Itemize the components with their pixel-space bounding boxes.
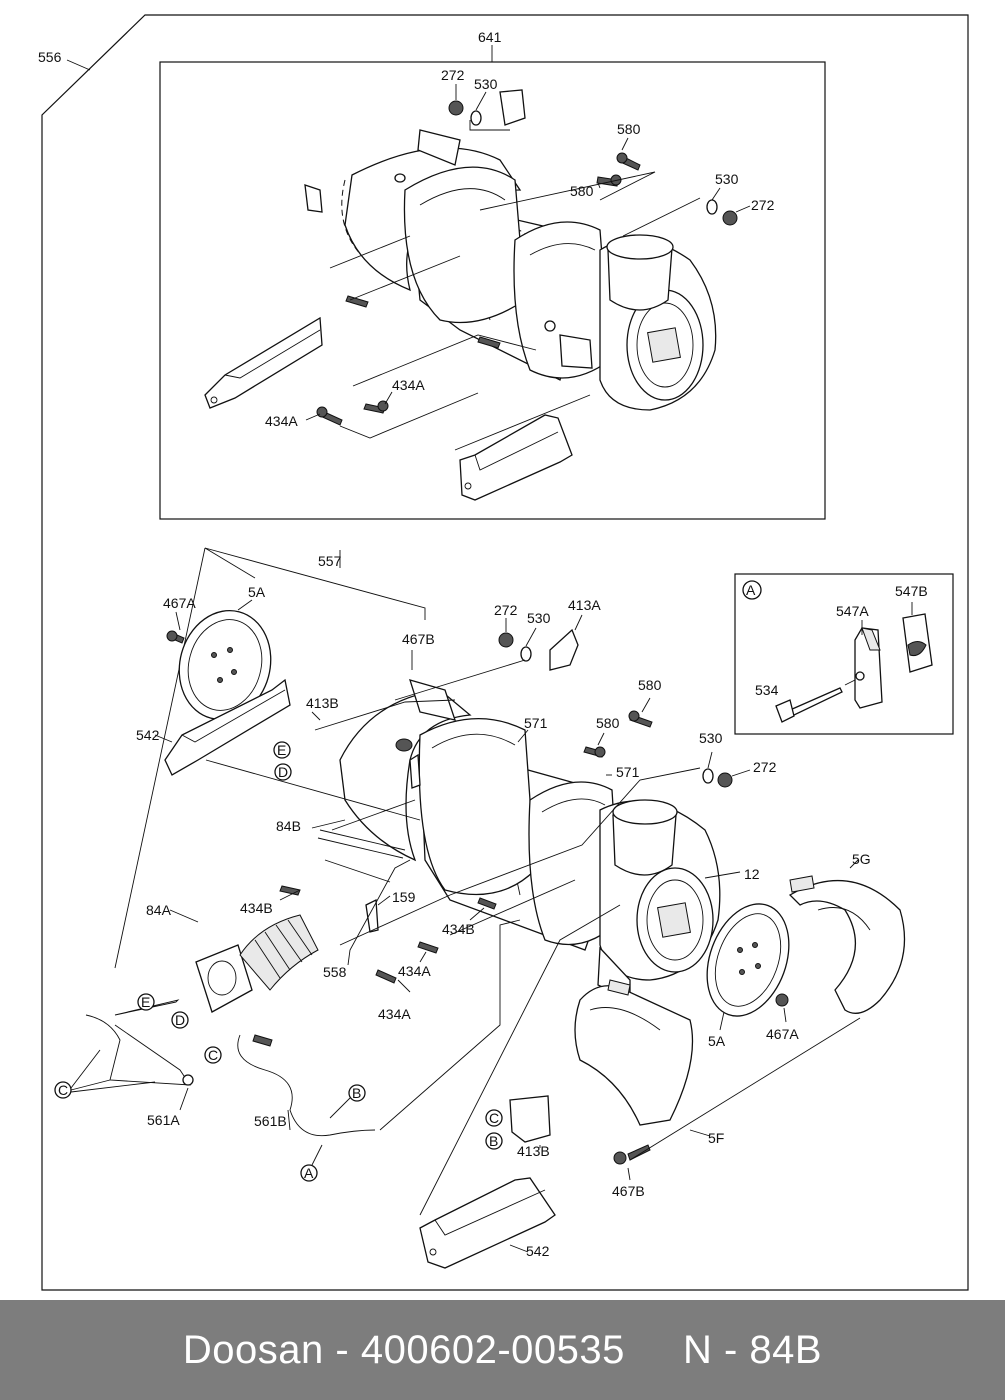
label-558: 558 xyxy=(323,964,347,980)
label-542-left: 542 xyxy=(136,727,160,743)
leader-556 xyxy=(66,59,91,71)
label-159: 159 xyxy=(392,889,416,905)
label-467a-right: 467A xyxy=(766,1026,799,1042)
label-580-top-b: 580 xyxy=(570,183,594,199)
svg-text:C: C xyxy=(489,1110,499,1126)
callout-c-harness-right: C xyxy=(204,1046,222,1064)
footer-separator: - xyxy=(323,1327,361,1372)
label-467b-top: 467B xyxy=(402,631,435,647)
footer-gap xyxy=(625,1328,683,1373)
footer-part-number: 400602-00535 xyxy=(360,1327,625,1372)
label-467a-left: 467A xyxy=(163,595,196,611)
top-muffler-assembly xyxy=(204,84,751,501)
callout-b-bracket: B xyxy=(485,1132,503,1150)
label-547a: 547A xyxy=(836,603,869,619)
assembly-641-box xyxy=(159,61,826,520)
label-530-middle: 530 xyxy=(527,610,551,626)
label-434b-left: 434B xyxy=(240,900,273,916)
label-547b: 547B xyxy=(895,583,928,599)
svg-text:D: D xyxy=(278,764,288,780)
callout-d-upper: D xyxy=(274,763,292,781)
label-530-top-right: 530 xyxy=(715,171,739,187)
label-434a-center: 434A xyxy=(398,963,431,979)
label-272-right: 272 xyxy=(753,759,777,775)
label-467b-bottom: 467B xyxy=(612,1183,645,1199)
svg-text:E: E xyxy=(277,742,286,758)
label-5a-left: 5A xyxy=(248,584,266,600)
label-272-top: 272 xyxy=(441,67,465,83)
label-580-top-a: 580 xyxy=(617,121,641,137)
label-557: 557 xyxy=(318,553,342,569)
svg-text:B: B xyxy=(489,1133,498,1149)
svg-text:B: B xyxy=(352,1085,361,1101)
detail-a-box: A xyxy=(734,573,954,735)
svg-text:C: C xyxy=(58,1082,68,1098)
footer-ref: N - 84B xyxy=(682,1327,823,1372)
label-413b-bottom: 413B xyxy=(517,1143,550,1159)
detail-a-callout: A xyxy=(746,582,756,598)
label-5g: 5G xyxy=(852,851,871,867)
label-561b: 561B xyxy=(254,1113,287,1129)
svg-text:A: A xyxy=(304,1165,314,1181)
callout-c-bracket: C xyxy=(485,1109,503,1127)
label-272-top-right: 272 xyxy=(751,197,775,213)
label-12: 12 xyxy=(744,866,760,882)
label-434a-top-b: 434A xyxy=(265,413,298,429)
label-434a-top-a: 434A xyxy=(392,377,425,393)
part-number-footer: Doosan - 400602-00535 N - 84B xyxy=(0,1300,1005,1400)
callout-c-harness-left: C xyxy=(54,1049,156,1099)
outer-frame xyxy=(41,14,969,1291)
svg-text:D: D xyxy=(175,1012,185,1028)
callout-b-sensor: B xyxy=(329,1084,366,1119)
callout-d-harness: D xyxy=(171,1011,189,1029)
label-556: 556 xyxy=(38,49,62,65)
label-571-a: 571 xyxy=(524,715,548,731)
label-434a-bottom: 434A xyxy=(378,1006,411,1022)
callout-e-harness: E xyxy=(137,993,155,1011)
label-542-bottom: 542 xyxy=(526,1243,550,1259)
label-530-right: 530 xyxy=(699,730,723,746)
svg-text:E: E xyxy=(141,994,150,1010)
callout-e-upper: E xyxy=(273,741,291,759)
label-434b-center: 434B xyxy=(442,921,475,937)
label-530-top: 530 xyxy=(474,76,498,92)
label-534: 534 xyxy=(755,682,779,698)
exploded-parts-diagram: 556 641 xyxy=(38,14,969,1291)
label-580-middle-b: 580 xyxy=(596,715,620,731)
group-557-bracket xyxy=(114,547,426,969)
label-571-b: 571 xyxy=(616,764,640,780)
label-84b: 84B xyxy=(276,818,301,834)
label-84a: 84A xyxy=(146,902,172,918)
label-561a: 561A xyxy=(147,1112,180,1128)
label-413b-left: 413B xyxy=(306,695,339,711)
label-641: 641 xyxy=(478,29,502,45)
footer-brand: Doosan xyxy=(182,1327,324,1372)
label-413a: 413A xyxy=(568,597,601,613)
svg-text:C: C xyxy=(208,1047,218,1063)
lower-muffler-assembly xyxy=(85,599,906,1269)
label-580-middle-a: 580 xyxy=(638,677,662,693)
label-5a-right: 5A xyxy=(708,1033,726,1049)
label-272-middle: 272 xyxy=(494,602,518,618)
callout-a-sensor: A xyxy=(300,1144,323,1182)
label-5f: 5F xyxy=(708,1130,724,1146)
